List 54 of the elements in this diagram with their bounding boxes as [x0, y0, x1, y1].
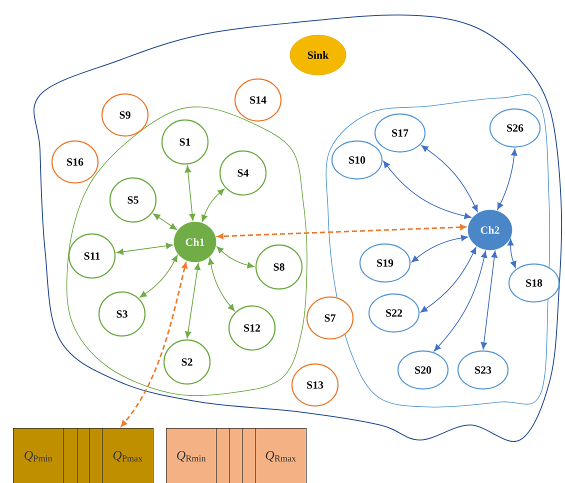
arrow — [208, 258, 235, 312]
sensor-node: S20 — [397, 350, 449, 390]
arrow — [421, 145, 478, 212]
sensor-node: S11 — [68, 233, 116, 279]
sensor-node: S13 — [291, 363, 339, 407]
sensor-node: S14 — [234, 78, 282, 122]
cluster-head: Ch2 — [468, 210, 512, 250]
queue-slot — [63, 428, 78, 483]
sensor-node: S2 — [163, 339, 211, 385]
arrow — [184, 166, 196, 221]
arrow — [434, 250, 488, 352]
sensor-node: S26 — [489, 108, 541, 148]
arrow — [217, 224, 466, 240]
sensor-node: S10 — [331, 140, 383, 180]
arrow — [140, 254, 178, 298]
queue-slot — [216, 428, 230, 483]
arrow — [497, 148, 518, 210]
arrow — [383, 160, 472, 220]
sensor-node: S9 — [101, 93, 149, 137]
sensor-node: S19 — [359, 243, 411, 283]
queue-slot — [229, 428, 243, 483]
sensor-node: S4 — [219, 150, 267, 196]
arrow — [116, 242, 173, 255]
arrow — [201, 188, 225, 222]
arrow — [121, 262, 188, 427]
cluster-head: Ch1 — [174, 222, 216, 262]
queue-slot — [77, 428, 90, 483]
arrow — [185, 263, 200, 338]
sensor-node: S18 — [508, 263, 560, 303]
arrow — [420, 247, 476, 313]
arrow — [216, 246, 254, 268]
sensor-node: S17 — [374, 113, 426, 153]
sensor-node: S23 — [457, 350, 509, 390]
sensor-node: S3 — [98, 291, 146, 337]
cluster-boundary — [326, 94, 550, 408]
node-label: S18 — [526, 279, 542, 287]
sensor-node: S8 — [255, 244, 303, 290]
sensor-node: S1 — [161, 119, 209, 165]
arrow — [507, 238, 516, 268]
arrow — [411, 234, 468, 262]
arrow — [153, 214, 177, 230]
network-boundary — [33, 14, 562, 442]
sensor-node: S22 — [368, 293, 420, 333]
sensor-node: S5 — [109, 177, 157, 223]
queue-slot — [242, 428, 256, 483]
node-label: Q$_{Pmin}$ — [24, 450, 52, 462]
sensor-node: S12 — [228, 305, 276, 351]
sensor-node: S7 — [306, 296, 354, 340]
arrow — [480, 250, 498, 350]
cluster-boundary — [66, 106, 308, 396]
queue-slot — [89, 428, 103, 483]
node-label: Q$_{Rmin}$ — [177, 450, 206, 462]
sink-node: Sink — [290, 34, 346, 76]
sensor-node: S16 — [51, 140, 99, 184]
